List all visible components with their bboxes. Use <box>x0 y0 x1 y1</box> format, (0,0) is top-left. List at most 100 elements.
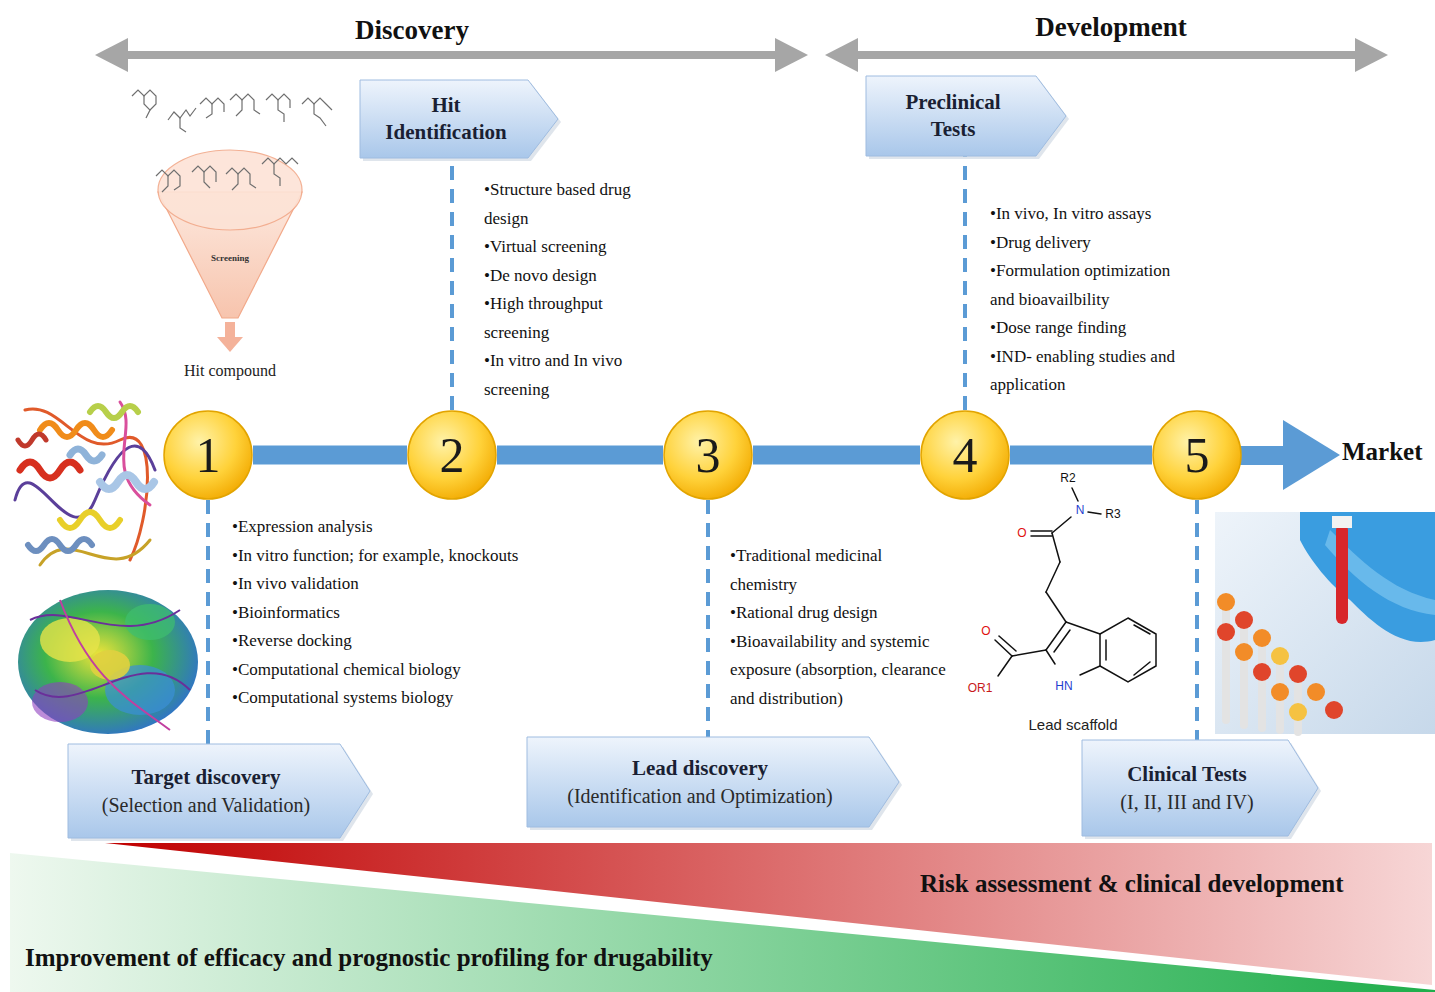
development-double-arrow <box>825 38 1388 72</box>
lab-photo-part <box>1217 623 1235 641</box>
lead-scaffold-bonds-part <box>1100 618 1156 682</box>
main-arrow-tip-part <box>1236 446 1288 465</box>
main-arrow-tip <box>1236 420 1340 490</box>
lead-scaffold-bonds-part <box>995 640 1012 656</box>
lab-photo-part <box>1253 629 1271 647</box>
stage-banner: Hit Identification <box>360 80 558 158</box>
tag-outline <box>527 737 899 827</box>
lab-photo-part <box>1253 663 1271 681</box>
development-double-arrow-part <box>1355 38 1388 72</box>
compound-molecules-part <box>206 104 212 118</box>
timeline-bar <box>497 446 663 465</box>
node-text-block: 2 <box>440 430 465 480</box>
development-double-arrow-part <box>825 38 858 72</box>
banner-shape <box>68 744 370 838</box>
stage-banner: Preclinical Tests <box>866 76 1066 156</box>
lab-photo-part <box>1289 665 1307 683</box>
node-title: 1 <box>196 430 221 480</box>
protein-ribbon <box>15 402 155 565</box>
node-title: 2 <box>440 430 465 480</box>
step-circle: 5 <box>1152 410 1242 500</box>
compound-molecules-part <box>232 174 238 190</box>
node-title: Preclinical Tests <box>883 89 1023 144</box>
screening-funnel-part <box>158 150 302 230</box>
bullet-item: •Expression analysis <box>232 513 567 542</box>
bullet-item: •In vitro and In vivo screening <box>484 347 652 404</box>
protein-ribbon-part <box>28 539 92 551</box>
lead-scaffold-bonds-part <box>1066 622 1100 634</box>
lead-scaffold-bonds-part <box>1052 517 1071 533</box>
compound-molecules-part <box>162 176 168 192</box>
node-title: Clinical Tests <box>1120 761 1253 788</box>
bullet-item: •Rational drug design <box>730 599 952 628</box>
dashed-connector <box>706 500 710 737</box>
node-title: Hit Identification <box>381 92 511 147</box>
compound-molecules-part <box>262 158 298 164</box>
bullet-item: •Dose range finding <box>990 314 1195 343</box>
dashed-connector <box>1195 500 1199 740</box>
node-subtitle: (I, II, III and IV) <box>1120 789 1253 815</box>
atom-label: O <box>1008 525 1036 541</box>
bullet-item: •Reverse docking <box>232 627 567 656</box>
bullet-item: •Traditional medicinal chemistry <box>730 542 952 599</box>
step-circle: 3 <box>663 410 753 500</box>
node-text-block: Risk assessment & clinical development <box>920 869 1344 899</box>
circle-shape <box>408 411 496 499</box>
stage-banner: Target discovery(Selection and Validatio… <box>68 744 370 838</box>
atom-label: R3 <box>1099 506 1127 522</box>
circle-shape <box>664 411 752 499</box>
bullet-item: •High throughput screening <box>484 290 652 347</box>
lab-photo-part <box>1332 516 1352 528</box>
atom-label-group: O <box>972 623 1000 639</box>
lab-photo-part <box>1235 611 1253 629</box>
protein-ribbon-part <box>20 462 80 478</box>
banner-shape <box>360 80 558 158</box>
development-double-arrow-part <box>848 51 1363 59</box>
bullet-item: •Virtual screening <box>484 233 652 262</box>
tag-outline <box>866 76 1066 156</box>
atom-label: OR1 <box>964 680 996 696</box>
protein-ribbon-part <box>70 449 102 461</box>
lead-scaffold-bonds-part <box>1088 512 1101 514</box>
discovery-double-arrow-part <box>118 51 775 59</box>
circle-shape <box>164 411 252 499</box>
node-text-block: 1 <box>196 430 221 480</box>
lead-scaffold-bonds-part <box>1080 666 1100 675</box>
lab-photo-part <box>1336 524 1348 624</box>
bullet-item: •Bioavailability and systemic exposure (… <box>730 628 952 714</box>
circle-shape <box>921 411 1009 499</box>
bullet-item: •De novo design <box>484 262 652 291</box>
phase-heading-group: Discovery <box>297 14 527 46</box>
bullet-item-group: •Traditional medicinal chemistry•Rationa… <box>730 542 952 713</box>
node-title: 4 <box>953 430 978 480</box>
discovery-double-arrow-part <box>775 38 808 72</box>
discovery-double-arrow-part <box>95 38 128 72</box>
atom-label-group: HN <box>1050 678 1078 694</box>
protein-surface-part <box>30 610 180 626</box>
node-title: Improvement of efficacy and prognostic p… <box>25 943 713 973</box>
lab-photo-part <box>1217 593 1235 611</box>
bullet-item-group: •Expression analysis•In vitro function; … <box>232 513 567 713</box>
node-title: Lead discovery <box>567 755 832 782</box>
lead-scaffold-bonds-part <box>1105 640 1107 660</box>
art-def-part <box>1222 605 1230 720</box>
atom-label: HN <box>1050 678 1078 694</box>
lead-scaffold-bonds-part <box>1031 530 1052 532</box>
protein-ribbon-part <box>15 446 155 517</box>
node-title: Target discovery <box>102 764 310 791</box>
protein-surface-part <box>60 600 170 730</box>
phase-heading: Discovery <box>297 14 527 46</box>
bullet-item-group: •Structure based drug design•Virtual scr… <box>484 176 652 404</box>
compound-molecules-part <box>302 98 332 110</box>
stage-banner: Clinical Tests(I, II, III and IV) <box>1082 740 1318 836</box>
compound-molecules-part <box>204 172 210 188</box>
banner-shape <box>527 737 899 827</box>
funnel-label: Screening <box>190 252 270 264</box>
screening-funnel-part <box>225 322 235 338</box>
node-subtitle: (Selection and Validation) <box>102 792 310 818</box>
compound-molecules-part <box>168 108 196 120</box>
protein-ribbon-part <box>90 406 138 418</box>
node-title: Risk assessment & clinical development <box>920 869 1344 899</box>
lead-scaffold-bonds-part <box>1012 650 1046 656</box>
